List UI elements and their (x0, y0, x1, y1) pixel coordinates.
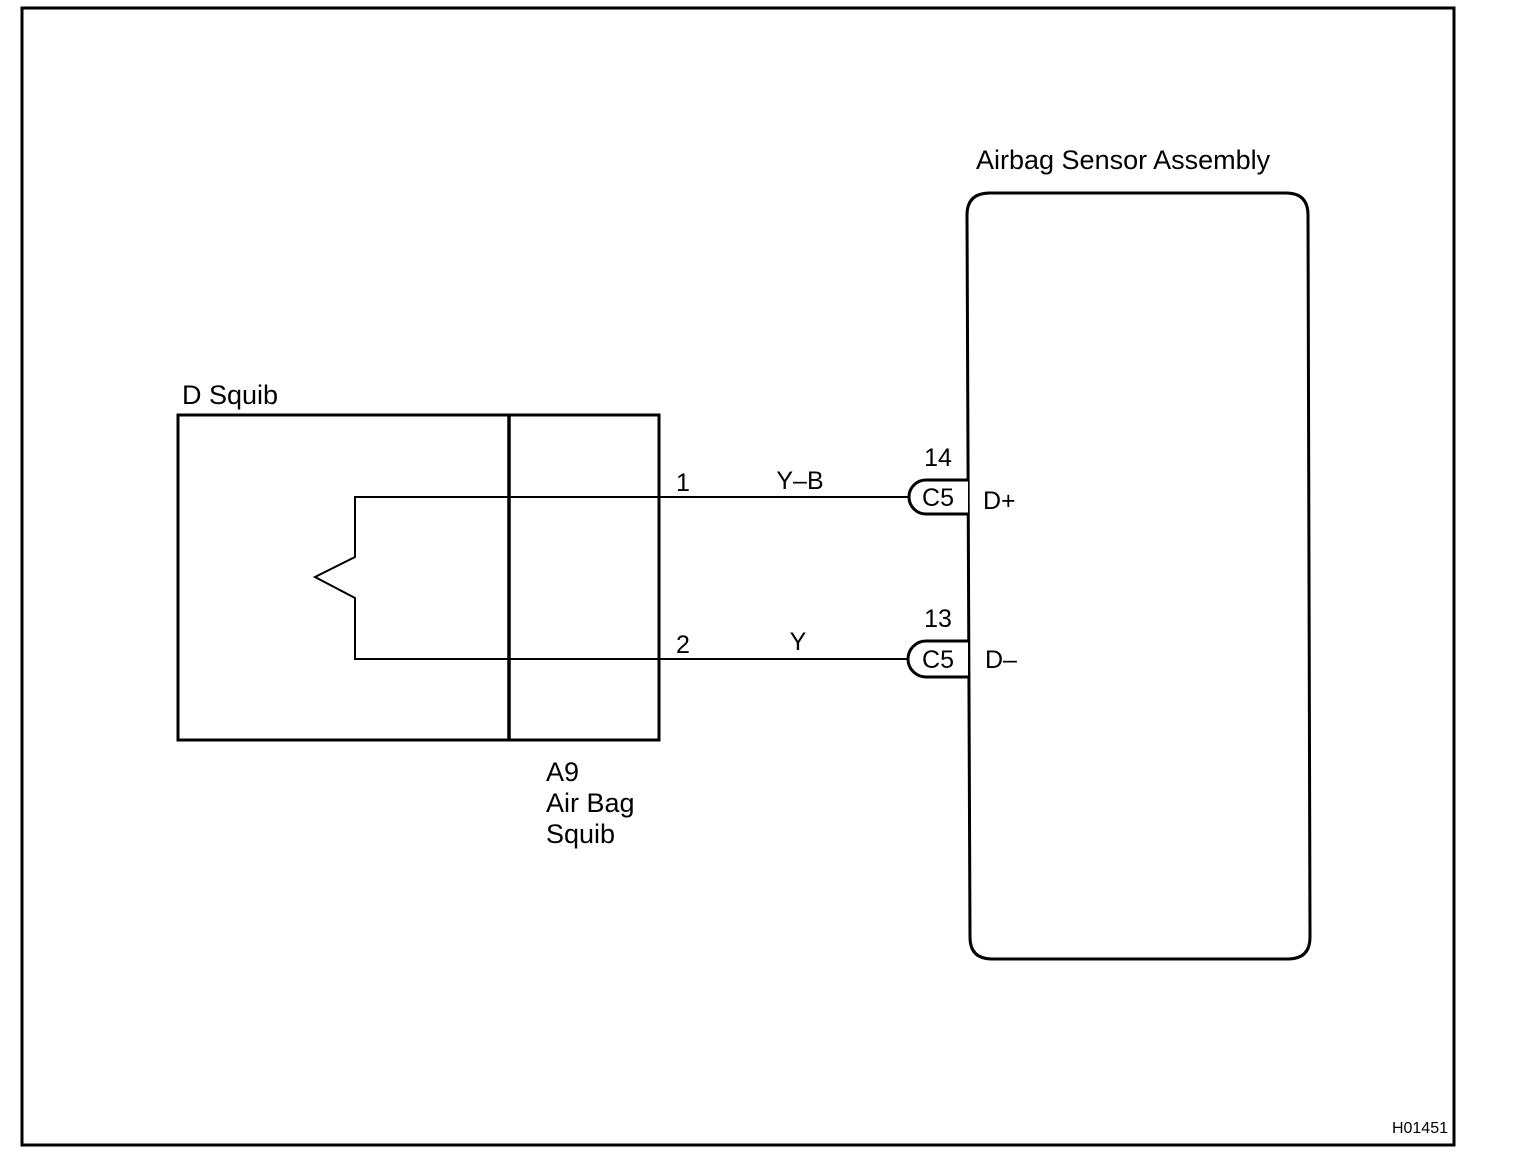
connector-c5-symbol-1 (907, 478, 968, 516)
connector-c5-label-2: C5 (922, 646, 954, 674)
circuit-1: 1 Y–B 14 C5 D+ (659, 444, 1016, 516)
squib-pin-2: 2 (676, 631, 690, 659)
connector-name-line1: Air Bag (546, 788, 635, 818)
sensor-title: Airbag Sensor Assembly (976, 145, 1271, 175)
squib-box (176, 413, 661, 742)
terminal-number-1: 14 (924, 444, 952, 472)
figure-code: H01451 (1392, 1120, 1448, 1137)
connector-c5-symbol-2 (906, 639, 968, 679)
diagram-frame (20, 6, 1456, 1147)
squib-pin-1: 1 (676, 469, 690, 497)
squib-title: D Squib (182, 380, 278, 410)
wire-color-1: Y–B (776, 467, 823, 495)
terminal-name-1: D+ (983, 487, 1016, 515)
wire-color-2: Y (790, 628, 807, 656)
squib-element-symbol (312, 496, 659, 660)
connector-code-label: A9 (546, 757, 579, 787)
sensor-box (965, 191, 1312, 961)
connector-c5-label-1: C5 (922, 484, 954, 512)
circuit-2: 2 Y 13 C5 D– (659, 605, 1017, 679)
terminal-name-2: D– (985, 646, 1017, 674)
terminal-number-2: 13 (924, 605, 952, 633)
connector-name-line2: Squib (546, 819, 615, 849)
